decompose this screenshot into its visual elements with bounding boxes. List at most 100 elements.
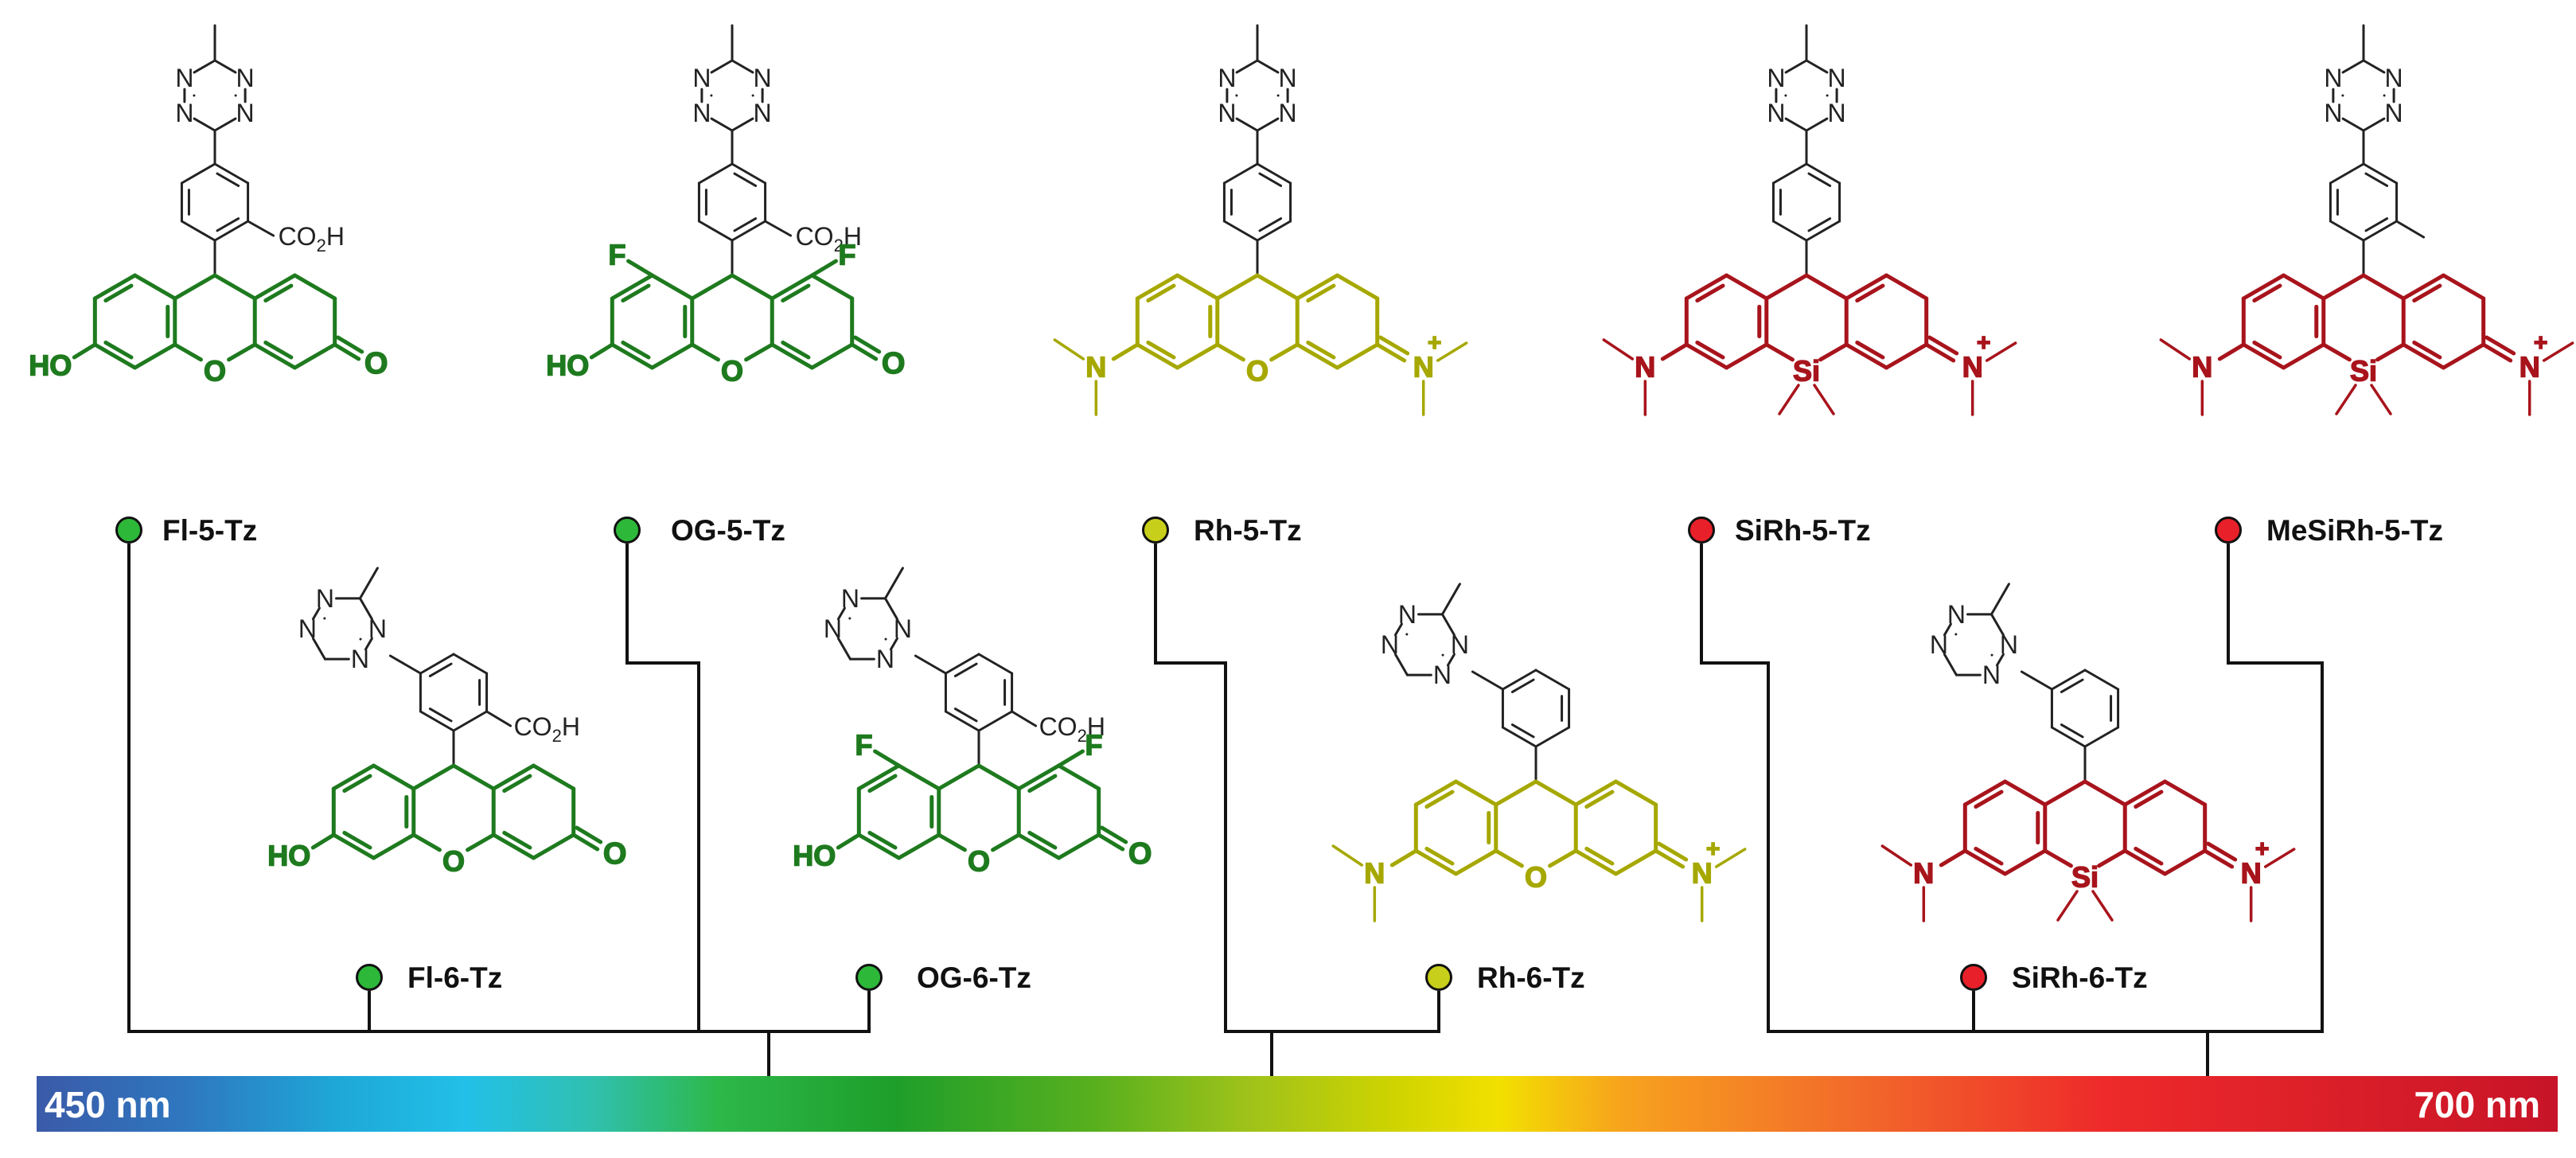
label-si6: SiRh-6-Tz <box>2012 961 2148 994</box>
label-rh6: Rh-6-Tz <box>1477 961 1585 994</box>
dot-rh6 <box>1425 964 1452 991</box>
nitrogen-atom: N <box>316 584 334 613</box>
dot-si5 <box>1688 517 1715 544</box>
nitrogen-atom: N <box>175 99 193 127</box>
nitrogen-atom: N <box>1982 661 2001 689</box>
carboxylic-acid: CO2H <box>514 712 580 746</box>
label-fl5: Fl-5-Tz <box>162 514 258 547</box>
hetero-atom: O <box>968 845 990 878</box>
positive-charge: + <box>1428 330 1442 357</box>
xanthene-core: O HO O F F <box>793 728 1153 879</box>
iminium-nitrogen: N <box>2241 857 2262 890</box>
amine-nitrogen: N <box>1085 351 1106 384</box>
tree-line <box>625 544 700 1031</box>
dot-mesi5 <box>2215 517 2242 544</box>
nitrogen-atom: N <box>1767 99 1785 127</box>
positive-charge: + <box>2534 330 2548 357</box>
tree-line <box>1154 544 1440 1033</box>
dot-si6 <box>1960 964 1987 991</box>
label-og5: OG-5-Tz <box>671 514 785 547</box>
hetero-atom: O <box>204 355 226 388</box>
nitrogen-atom: N <box>754 99 772 127</box>
carbonyl-oxygen: O <box>1128 837 1152 871</box>
hetero-atom: O <box>1246 355 1269 388</box>
nitrogen-atom: N <box>894 614 912 643</box>
amine-nitrogen: N <box>1364 857 1385 890</box>
nitrogen-atom: N <box>1828 64 1846 92</box>
fluorine-atom: F <box>838 239 855 271</box>
label-og6: OG-6-Tz <box>917 961 1031 994</box>
dot-fl5 <box>115 517 142 544</box>
nitrogen-atom: N <box>2385 64 2403 92</box>
hetero-atom: Si <box>2350 355 2377 388</box>
nitrogen-atom: N <box>1828 99 1846 127</box>
nitrogen-atom: N <box>841 584 859 613</box>
nitrogen-atom: N <box>1451 630 1469 659</box>
positive-charge: + <box>2255 836 2270 863</box>
tree-line <box>1700 544 2324 1033</box>
dot-og6 <box>855 964 883 991</box>
label-fl6: Fl-6-Tz <box>407 961 503 994</box>
hydroxyl-group: HO <box>793 840 836 872</box>
nitrogen-atom: N <box>2324 64 2342 92</box>
hetero-atom: O <box>442 845 465 878</box>
nitrogen-atom: N <box>1218 64 1236 92</box>
nitrogen-atom: N <box>692 64 711 92</box>
spectrum-bar <box>37 1076 2558 1132</box>
fluorine-atom: F <box>1085 729 1102 762</box>
spectrum-start-label: 450 nm <box>45 1084 171 1125</box>
carboxylic-acid: CO2H <box>796 222 862 255</box>
nitrogen-atom: N <box>236 99 255 127</box>
nitrogen-atom: N <box>351 645 369 673</box>
nitrogen-atom: N <box>298 614 317 643</box>
nitrogen-atom: N <box>1381 630 1399 659</box>
fluorine-atom: F <box>855 729 873 762</box>
iminium-nitrogen: N <box>1692 857 1713 890</box>
amine-nitrogen: N <box>1913 857 1934 890</box>
nitrogen-atom: N <box>876 645 894 673</box>
carboxylic-acid: CO2H <box>279 222 345 255</box>
carboxylic-acid: CO2H <box>1039 712 1105 746</box>
amine-nitrogen: N <box>1635 351 1655 384</box>
nitrogen-atom: N <box>368 614 387 643</box>
nitrogen-atom: N <box>236 64 255 92</box>
carbonyl-oxygen: O <box>364 347 388 380</box>
nitrogen-atom: N <box>1433 661 1452 689</box>
dot-rh5 <box>1142 517 1169 544</box>
label-mesi5: MeSiRh-5-Tz <box>2266 514 2443 547</box>
iminium-nitrogen: N <box>1413 351 1434 384</box>
nitrogen-atom: N <box>1279 64 1297 92</box>
nitrogen-atom: N <box>1947 600 1966 629</box>
nitrogen-atom: N <box>692 99 711 127</box>
nitrogen-atom: N <box>1930 630 1948 659</box>
nitrogen-atom: N <box>1218 99 1236 127</box>
nitrogen-atom: N <box>1398 600 1417 629</box>
dot-fl6 <box>356 964 383 991</box>
amine-nitrogen: N <box>2192 351 2212 384</box>
iminium-nitrogen: N <box>2519 351 2540 384</box>
hydroxyl-group: HO <box>546 349 589 382</box>
hetero-atom: O <box>721 355 743 388</box>
nitrogen-atom: N <box>175 64 193 92</box>
